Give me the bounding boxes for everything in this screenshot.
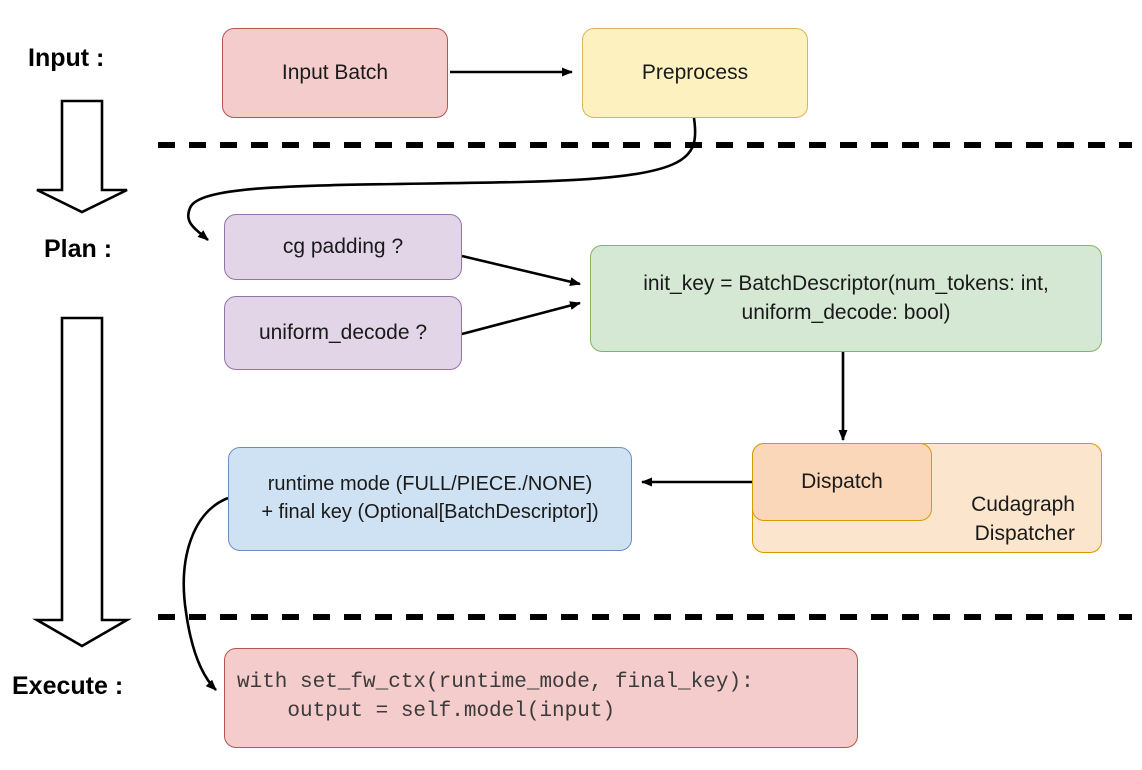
node-runtime-mode-line-2: + final key (Optional[BatchDescriptor]) (261, 501, 599, 523)
stage-label-plan: Plan : (44, 235, 113, 263)
node-runtime-mode[interactable]: runtime mode (FULL/PIECE./NONE) + final … (228, 447, 632, 551)
node-input-batch-label: Input Batch (281, 60, 389, 84)
node-cg-padding[interactable]: cg padding ? (224, 214, 462, 280)
stage-arrow-input-to-plan (36, 99, 128, 214)
edge-uniform-decode-to-init-key (461, 301, 581, 336)
node-init-key[interactable]: init_key = BatchDescriptor(num_tokens: i… (590, 245, 1102, 352)
node-runtime-mode-line-1: runtime mode (FULL/PIECE./NONE) (267, 473, 593, 496)
stage-label-input: Input : (28, 44, 105, 72)
stage-arrow-plan-to-execute (32, 316, 132, 648)
node-preprocess-label: Preprocess (641, 60, 749, 84)
node-code-block-line-1: with set_fw_ctx(runtime_mode, final_key)… (237, 671, 754, 695)
edge-cg-padding-to-init-key (461, 254, 581, 287)
node-code-block[interactable]: with set_fw_ctx(runtime_mode, final_key)… (224, 648, 858, 748)
node-cudagraph-dispatcher-line-1: Cudagraph (971, 493, 1075, 517)
node-init-key-line-1: init_key = BatchDescriptor(num_tokens: i… (643, 271, 1049, 295)
node-code-block-line-2: output = self.model(input) (237, 700, 616, 723)
node-cudagraph-dispatcher-line-2: Dispatcher (974, 522, 1075, 546)
node-preprocess[interactable]: Preprocess (582, 28, 808, 118)
node-uniform-decode[interactable]: uniform_decode ? (224, 296, 462, 370)
node-dispatch-label: Dispatch (801, 469, 883, 493)
node-input-batch[interactable]: Input Batch (222, 28, 448, 118)
edge-runtime-mode-to-code-block (182, 496, 229, 691)
node-init-key-line-2: uniform_decode: bool) (741, 300, 951, 324)
node-dispatch[interactable]: Dispatch (752, 443, 932, 521)
node-cg-padding-label: cg padding ? (282, 234, 404, 258)
node-uniform-decode-label: uniform_decode ? (258, 320, 428, 344)
stage-label-execute: Execute : (12, 672, 124, 700)
